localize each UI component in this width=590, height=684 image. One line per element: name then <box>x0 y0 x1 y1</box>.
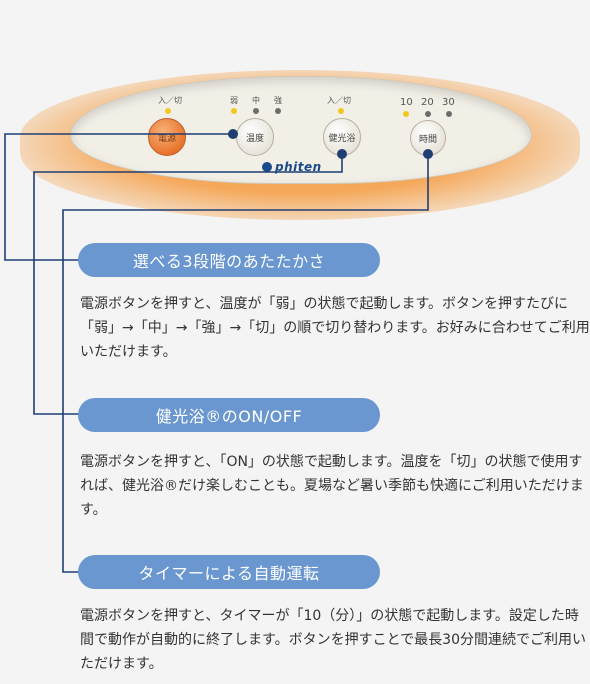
section-title-temperature: 選べる3段階のあたたかさ <box>78 243 380 277</box>
health-led <box>338 108 344 114</box>
timer-value-20: 20 <box>421 97 434 108</box>
timer-value-30: 30 <box>442 97 455 108</box>
section-body-temperature: 電源ボタンを押すと、温度が「弱」の状態で起動します。ボタンを押すたびに「弱」→「… <box>80 296 590 360</box>
temp-led-medium <box>253 108 259 114</box>
connector-dot-timer <box>423 149 433 159</box>
timer-led-20 <box>425 111 431 117</box>
connector-temperature <box>4 133 233 261</box>
timer-value-10: 10 <box>400 97 413 108</box>
connector-dot-temperature <box>228 129 238 139</box>
temp-level-weak: 弱 <box>230 96 238 105</box>
timer-led-10 <box>403 111 409 117</box>
control-panel-image: 入／切 弱 中 強 入／切 10 20 30 電源 温度 健光浴 時間 phit… <box>0 0 590 230</box>
brand-mark-icon <box>262 162 272 172</box>
connector-timer <box>62 154 429 573</box>
control-panel <box>70 76 532 184</box>
timer-led-30 <box>446 111 452 117</box>
connector-dot-health-bath <box>337 149 347 159</box>
section-body-health-bath: 電源ボタンを押すと、「ON」の状態で起動します。温度を「切」の状態で使用すれば、… <box>80 454 584 518</box>
temp-led-weak <box>231 108 237 114</box>
health-switch-label: 入／切 <box>327 96 351 105</box>
brand-logo: phiten <box>262 160 322 174</box>
temp-level-medium: 中 <box>252 96 260 105</box>
section-title-health-bath: 健光浴®のON/OFF <box>78 398 380 432</box>
section-title-timer: タイマーによる自動運転 <box>78 555 380 589</box>
connector-health-bath <box>33 154 343 415</box>
power-switch-label: 入／切 <box>158 96 182 105</box>
brand-name: phiten <box>275 160 322 174</box>
section-body-timer: 電源ボタンを押すと、タイマーが「10（分）」の状態で起動します。設定した時間で動… <box>80 608 586 672</box>
temp-led-strong <box>275 108 281 114</box>
power-button[interactable]: 電源 <box>148 118 186 156</box>
power-led <box>165 108 171 114</box>
temp-level-strong: 強 <box>274 96 282 105</box>
